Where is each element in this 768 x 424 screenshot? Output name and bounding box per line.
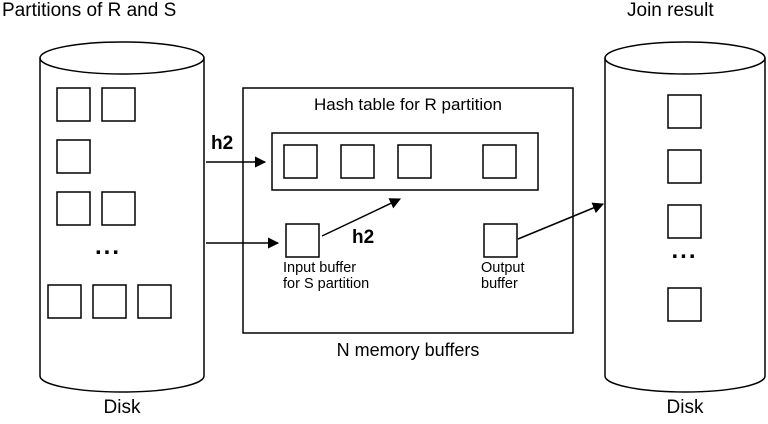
page-square xyxy=(137,284,172,319)
page-square xyxy=(667,204,702,239)
page-square xyxy=(667,287,702,322)
right-disk-pages xyxy=(667,94,702,322)
page-square xyxy=(101,87,136,122)
arrow-input-to-hash xyxy=(321,198,402,237)
hash-slot-square xyxy=(397,144,432,179)
left-disk-label: Disk xyxy=(103,397,141,418)
output-buffer-label-line1: Output xyxy=(481,260,525,276)
right-disk-label: Disk xyxy=(666,397,704,418)
hash-table-slots xyxy=(283,144,517,179)
cylinder-top-ellipse xyxy=(39,41,205,75)
output-buffer-square xyxy=(483,223,518,258)
page-square xyxy=(667,94,702,129)
cylinder-bottom-arc xyxy=(39,375,205,393)
left-disk-pages xyxy=(47,87,172,319)
page-square xyxy=(101,191,136,226)
input-buffer-label-line2: for S partition xyxy=(283,276,370,292)
page-square xyxy=(56,139,91,174)
page-square xyxy=(47,284,82,319)
page-square xyxy=(56,87,91,122)
left-disk-ellipsis: ... xyxy=(95,233,122,260)
page-square xyxy=(667,149,702,184)
left-disk-cylinder xyxy=(39,41,205,393)
hash-table-box xyxy=(271,132,539,191)
hash-slot-square xyxy=(283,144,318,179)
input-buffer-label-line1: Input buffer xyxy=(283,260,357,276)
output-buffer-label-line2: buffer xyxy=(481,276,518,292)
memory-buffers-caption: N memory buffers xyxy=(336,340,480,360)
hash-slot-square xyxy=(340,144,375,179)
h2-probe-label: h2 xyxy=(352,227,375,248)
flow-arrows xyxy=(206,156,605,249)
hash-slot-square xyxy=(482,144,517,179)
page-square xyxy=(92,284,127,319)
input-buffer-square xyxy=(285,223,320,258)
memory-buffers-box xyxy=(242,87,574,334)
hash-table-title: Hash table for R partition xyxy=(313,95,503,114)
right-disk-cylinder xyxy=(604,41,766,393)
arrow-output-to-disk xyxy=(517,202,605,240)
page-square xyxy=(56,191,91,226)
right-disk-title: Join result xyxy=(627,0,714,21)
cylinder-bottom-arc xyxy=(604,375,766,393)
left-disk-title: Partitions of R and S xyxy=(2,0,177,21)
cylinder-top-ellipse xyxy=(604,41,766,75)
h2-partition-label: h2 xyxy=(211,133,234,154)
right-disk-ellipsis: ... xyxy=(671,237,698,264)
